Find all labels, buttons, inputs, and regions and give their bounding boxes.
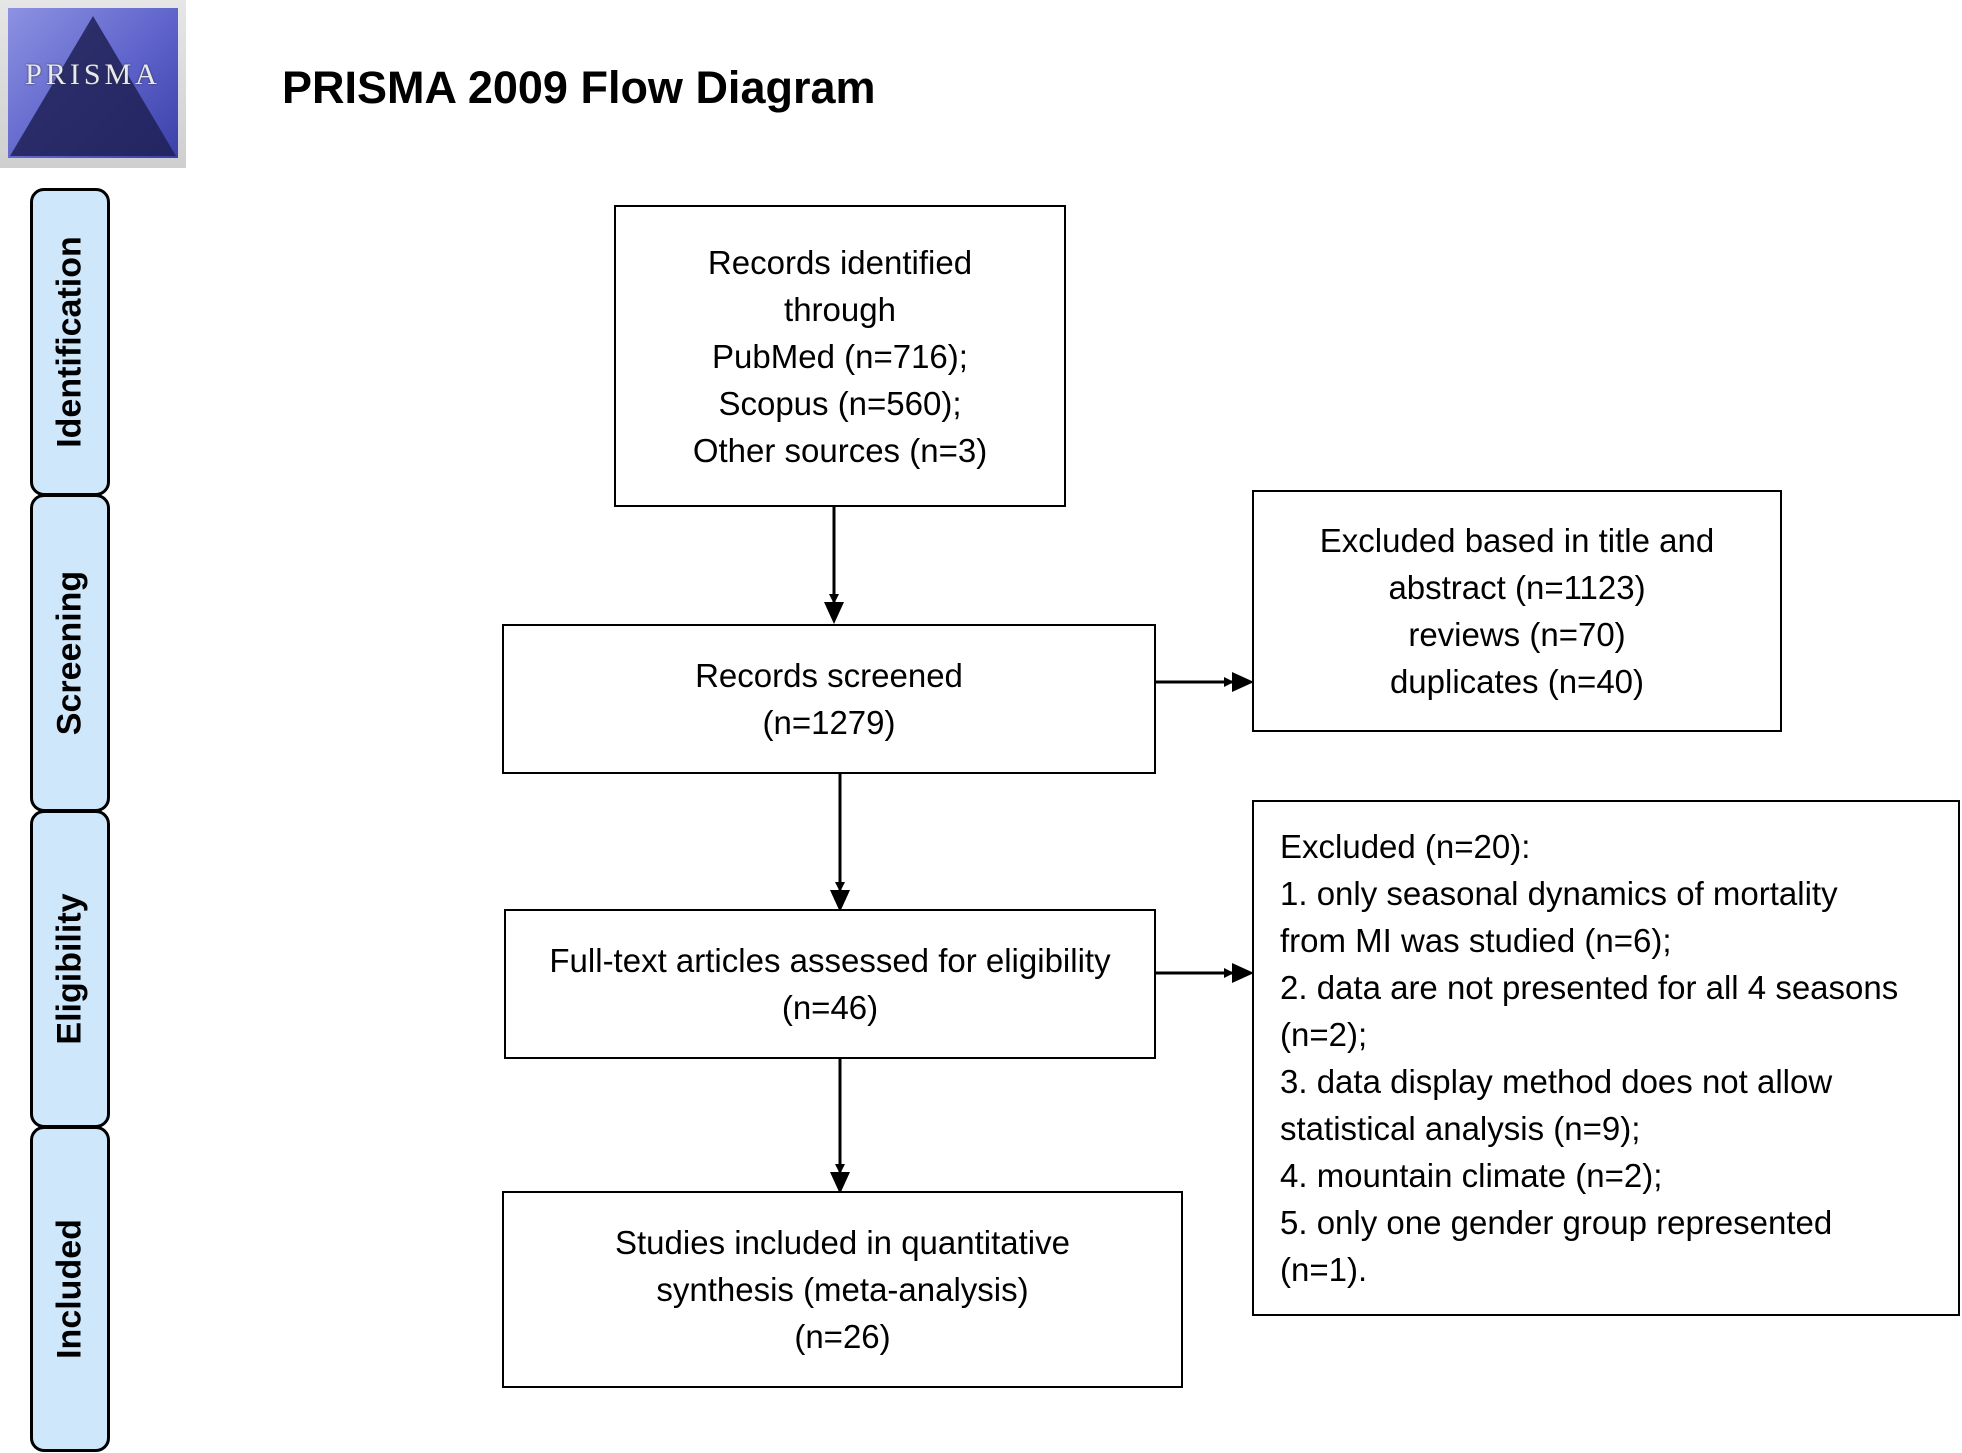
page-title: PRISMA 2009 Flow Diagram <box>282 62 876 113</box>
phase-eligibility: Eligibility <box>30 810 110 1128</box>
phase-identification: Identification <box>30 188 110 496</box>
logo-text: PRISMA <box>25 58 161 91</box>
box-fulltext-assessed: Full-text articles assessed for eligibil… <box>504 909 1156 1059</box>
phase-included: Included <box>30 1126 110 1452</box>
phase-screening: Screening <box>30 494 110 812</box>
box-records-screened: Records screened (n=1279) <box>502 624 1156 774</box>
prisma-logo: PRISMA <box>0 0 186 168</box>
box-excluded-fulltext: Excluded (n=20): 1. only seasonal dynami… <box>1252 800 1960 1316</box>
box-excluded-title-abstract: Excluded based in title and abstract (n=… <box>1252 490 1782 732</box>
box-records-identified: Records identified through PubMed (n=716… <box>614 205 1066 507</box>
box-studies-included: Studies included in quantitative synthes… <box>502 1191 1183 1388</box>
logo-triangle-icon <box>10 16 176 156</box>
